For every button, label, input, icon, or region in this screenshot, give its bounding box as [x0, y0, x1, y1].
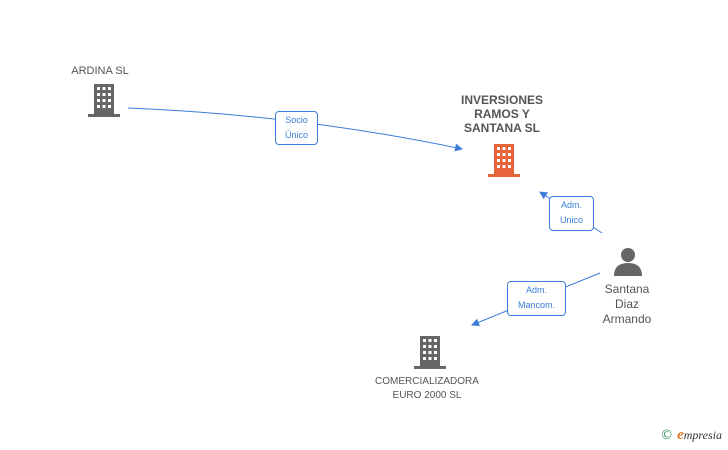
edge-label-adm-mancom-line-1: Adm.: [525, 285, 547, 295]
brand-watermark: © empresia: [660, 426, 722, 444]
brand-initial: e: [677, 427, 684, 443]
ardina-label[interactable]: ARDINA SL: [71, 65, 129, 77]
inversiones-label-line-3: SANTANA SL: [464, 121, 540, 135]
inversiones-label-line-1: INVERSIONES: [460, 93, 544, 107]
edge-label-socio-unico: Socio Único: [275, 111, 318, 145]
edge-label-adm-mancom: Adm. Mancom.: [507, 281, 566, 316]
edge-label-socio-unico-line-2: Único: [284, 130, 308, 140]
comercializadora-label-line-2: EURO 2000 SL: [392, 390, 462, 401]
santana-label[interactable]: Santana Diaz Armando: [588, 282, 666, 327]
comercializadora-label[interactable]: COMERCIALIZADORA EURO 2000 SL: [366, 375, 488, 403]
comercializadora-label-line-1: COMERCIALIZADORA: [375, 376, 479, 387]
brand-name: mpresia: [683, 428, 722, 442]
inversiones-label-line-2: RAMOS Y: [474, 107, 530, 121]
brand-logo: empresia: [677, 426, 722, 444]
santana-label-line-3: Armando: [602, 312, 652, 326]
santana-label-line-2: Diaz: [614, 297, 639, 311]
edge-label-adm-unico-line-2: Unico: [559, 215, 583, 225]
edge-label-adm-unico-line-1: Adm.: [560, 200, 582, 210]
copyright-icon: ©: [660, 427, 674, 443]
comercializadora-building-icon[interactable]: [414, 336, 446, 369]
ardina-building-icon[interactable]: [88, 84, 120, 117]
edge-label-socio-unico-line-1: Socio: [285, 115, 308, 125]
edge-label-adm-mancom-line-2: Mancom.: [517, 300, 555, 310]
edge-label-adm-unico: Adm. Unico: [549, 196, 594, 231]
inversiones-building-icon[interactable]: [488, 144, 520, 177]
santana-label-line-1: Santana: [604, 282, 650, 296]
person-icon[interactable]: [614, 248, 642, 276]
inversiones-label[interactable]: INVERSIONES RAMOS Y SANTANA SL: [442, 93, 562, 135]
